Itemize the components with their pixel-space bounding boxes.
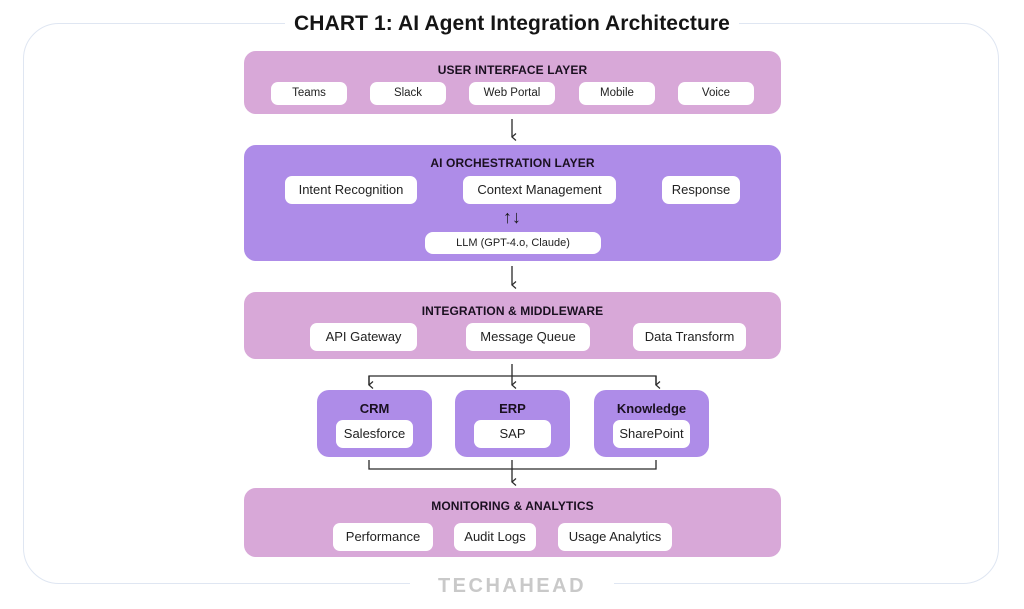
- system-crm-title: CRM: [359, 401, 390, 416]
- ui-chip-web-portal: Web Portal: [469, 82, 555, 105]
- mw-chip-data-transform: Data Transform: [633, 323, 746, 351]
- monitoring-analytics-layer-title: MONITORING & ANALYTICS: [431, 499, 594, 513]
- bidirectional-arrow-icon: ↑↓: [503, 207, 521, 227]
- ui-chip-voice: Voice: [678, 82, 754, 105]
- mon-chip-usage-analytics: Usage Analytics: [558, 523, 672, 551]
- orch-chip-intent-recognition: Intent Recognition: [285, 176, 417, 204]
- integration-middleware-layer: INTEGRATION & MIDDLEWARE API Gateway Mes…: [244, 292, 781, 359]
- orch-chip-response: Response: [662, 176, 740, 204]
- orch-chip-llm: LLM (GPT-4.o, Claude): [425, 232, 601, 254]
- orch-chip-context-management: Context Management: [463, 176, 616, 204]
- monitoring-analytics-layer: MONITORING & ANALYTICS Performance Audit…: [244, 488, 781, 557]
- brand-logo: TECHAHEAD: [437, 575, 587, 597]
- system-knowledge: Knowledge SharePoint: [594, 390, 709, 457]
- ai-orchestration-layer: AI ORCHESTRATION LAYER Intent Recognitio…: [244, 145, 781, 261]
- mon-chip-performance: Performance: [333, 523, 433, 551]
- mw-chip-api-gateway: API Gateway: [310, 323, 417, 351]
- system-erp-title: ERP: [499, 401, 526, 416]
- system-crm-chip: Salesforce: [336, 420, 413, 448]
- integration-middleware-layer-title: INTEGRATION & MIDDLEWARE: [421, 304, 604, 318]
- ai-orchestration-layer-title: AI ORCHESTRATION LAYER: [430, 156, 595, 170]
- ui-chip-mobile: Mobile: [579, 82, 655, 105]
- system-erp: ERP SAP: [455, 390, 570, 457]
- system-erp-chip: SAP: [474, 420, 551, 448]
- brand-footer: TECHAHEAD: [410, 574, 614, 598]
- ui-chip-teams: Teams: [271, 82, 347, 105]
- ui-chip-slack: Slack: [370, 82, 446, 105]
- system-knowledge-title: Knowledge: [616, 401, 687, 416]
- system-knowledge-chip: SharePoint: [613, 420, 690, 448]
- mw-chip-message-queue: Message Queue: [466, 323, 590, 351]
- user-interface-layer: USER INTERFACE LAYER Teams Slack Web Por…: [244, 51, 781, 114]
- mon-chip-audit-logs: Audit Logs: [454, 523, 536, 551]
- chart-title: CHART 1: AI Agent Integration Architectu…: [285, 8, 739, 40]
- user-interface-layer-title: USER INTERFACE LAYER: [437, 63, 588, 77]
- system-crm: CRM Salesforce: [317, 390, 432, 457]
